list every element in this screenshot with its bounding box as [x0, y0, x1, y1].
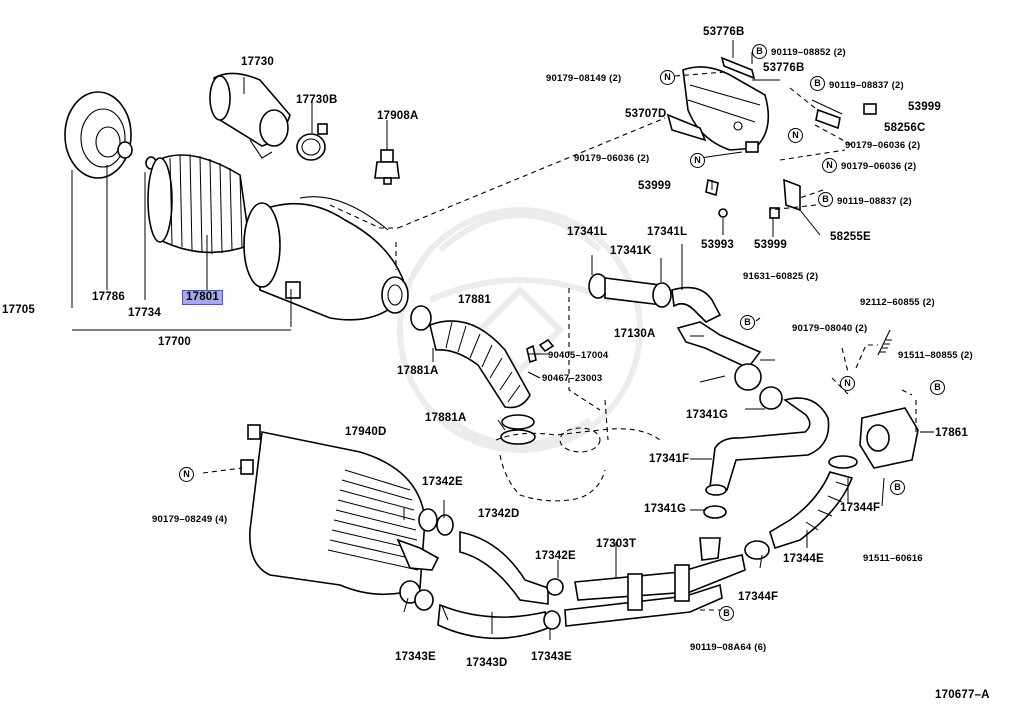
label-17700[interactable]: 17700: [158, 336, 191, 348]
bolt-badge-icon: B: [719, 606, 734, 621]
bolt-badge-icon: B: [818, 192, 833, 207]
label-17341F[interactable]: 17341F: [649, 453, 690, 465]
label-90119-08837-b[interactable]: 90119–08837 (2): [837, 196, 912, 207]
air-cleaner-case-drawing: [243, 196, 409, 321]
filter-element-drawing: [147, 153, 251, 255]
intake-hose-17881-drawing: [410, 305, 555, 445]
label-90179-06036-b[interactable]: 90179–06036 (2): [574, 153, 650, 164]
label-17344F-b[interactable]: 17344F: [738, 591, 779, 603]
label-53707D[interactable]: 53707D: [625, 108, 667, 120]
label-53999-c[interactable]: 53999: [754, 239, 787, 251]
label-17861[interactable]: 17861: [935, 427, 968, 439]
bolt-badge-icon: B: [810, 76, 825, 91]
label-53999-b[interactable]: 53999: [638, 180, 671, 192]
label-17940D[interactable]: 17940D: [345, 426, 387, 438]
label-91631-60825[interactable]: 91631–60825 (2): [743, 271, 819, 282]
label-90179-06036-c[interactable]: 90179–06036 (2): [841, 161, 917, 172]
label-17908A[interactable]: 17908A: [377, 110, 419, 122]
label-17881[interactable]: 17881: [458, 294, 491, 306]
hose-clamp-17730B-drawing: [296, 123, 328, 161]
label-17734[interactable]: 17734: [128, 307, 161, 319]
bolt-badge-icon: B: [890, 480, 905, 495]
bolt-badge-icon: B: [740, 315, 755, 330]
bracket-leader-lines: [674, 40, 853, 237]
throttle-body-17861-drawing: [859, 407, 934, 469]
label-17303T[interactable]: 17303T: [596, 538, 637, 550]
label-53776B-top[interactable]: 53776B: [703, 26, 745, 38]
label-17130A[interactable]: 17130A: [614, 328, 656, 340]
label-17801-selected[interactable]: 17801: [182, 290, 223, 305]
label-58256C[interactable]: 58256C: [884, 122, 926, 134]
label-90179-08040[interactable]: 90179–08040 (2): [792, 323, 868, 334]
label-17705[interactable]: 17705: [2, 304, 35, 316]
label-91511-60616[interactable]: 91511–60616: [863, 553, 923, 564]
label-17786[interactable]: 17786: [92, 291, 125, 303]
bracket-53707D-drawing: [666, 56, 770, 153]
label-92112-60855[interactable]: 92112–60855 (2): [860, 297, 935, 308]
label-90179-08149[interactable]: 90179–08149 (2): [546, 73, 622, 84]
hose-17341-drawing: [588, 273, 775, 391]
hoses-17342-17343-drawing: [437, 531, 564, 640]
label-17343E-b[interactable]: 17343E: [531, 651, 572, 663]
label-17881A-b[interactable]: 17881A: [425, 412, 467, 424]
label-17341L-a[interactable]: 17341L: [567, 226, 608, 238]
label-90179-06036-a[interactable]: 90179–06036 (2): [845, 140, 921, 151]
label-53993[interactable]: 53993: [701, 239, 734, 251]
resonator-drawing: [209, 72, 291, 159]
turbo-ghost-outline: [495, 427, 661, 502]
label-91511-80855[interactable]: 91511–80855 (2): [898, 350, 973, 361]
label-17344F-a[interactable]: 17344F: [840, 502, 881, 514]
diagram-code: 170677–A: [935, 689, 990, 701]
label-90119-08837-a[interactable]: 90119–08837 (2): [829, 80, 904, 91]
label-17342E-a[interactable]: 17342E: [422, 476, 463, 488]
nut-badge-icon: N: [690, 153, 705, 168]
label-17344E[interactable]: 17344E: [783, 553, 824, 565]
bolt-badge-icon: B: [930, 380, 945, 395]
label-17341L-b[interactable]: 17341L: [647, 226, 688, 238]
valve-17908A-drawing: [374, 149, 400, 185]
label-17730B[interactable]: 17730B: [296, 94, 338, 106]
label-17342E-b[interactable]: 17342E: [535, 550, 576, 562]
intercooler-17940D-drawing: [240, 424, 454, 611]
label-17343D[interactable]: 17343D: [466, 657, 508, 669]
label-17341G-a[interactable]: 17341G: [686, 409, 729, 421]
label-90119-08852[interactable]: 90119–08852 (2): [771, 47, 846, 58]
nut-badge-icon: N: [822, 158, 837, 173]
air-cleaner-cap-drawing: [64, 91, 157, 179]
label-53999-a[interactable]: 53999: [908, 101, 941, 113]
label-17881A-a[interactable]: 17881A: [397, 365, 439, 377]
nut-badge-icon: N: [788, 128, 803, 143]
nut-badge-icon: N: [660, 70, 675, 85]
spring-92112-drawing: [877, 329, 892, 356]
nut-badge-icon: N: [179, 467, 194, 482]
air-cleaner-leader-lines: [71, 77, 388, 331]
bolt-badge-icon: B: [752, 44, 767, 59]
label-90179-08249[interactable]: 90179–08249 (4): [152, 514, 228, 525]
label-90467-23003[interactable]: 90467–23003: [542, 373, 603, 384]
intake-pipe-17341F-drawing: [703, 386, 830, 519]
label-17341G-b[interactable]: 17341G: [644, 503, 687, 515]
label-17342D[interactable]: 17342D: [478, 508, 520, 520]
label-17341K[interactable]: 17341K: [610, 245, 652, 257]
label-90119-08A64[interactable]: 90119–08A64 (6): [690, 642, 767, 653]
label-53776B[interactable]: 53776B: [763, 62, 805, 74]
nut-badge-icon: N: [840, 376, 855, 391]
pipe-17303T-drawing: [564, 537, 746, 627]
label-17730[interactable]: 17730: [241, 56, 274, 68]
label-90405-17004[interactable]: 90405–17004: [548, 350, 609, 361]
hose-17344E-drawing: [744, 455, 858, 560]
label-58255E[interactable]: 58255E: [830, 231, 871, 243]
label-17343E-a[interactable]: 17343E: [395, 651, 436, 663]
